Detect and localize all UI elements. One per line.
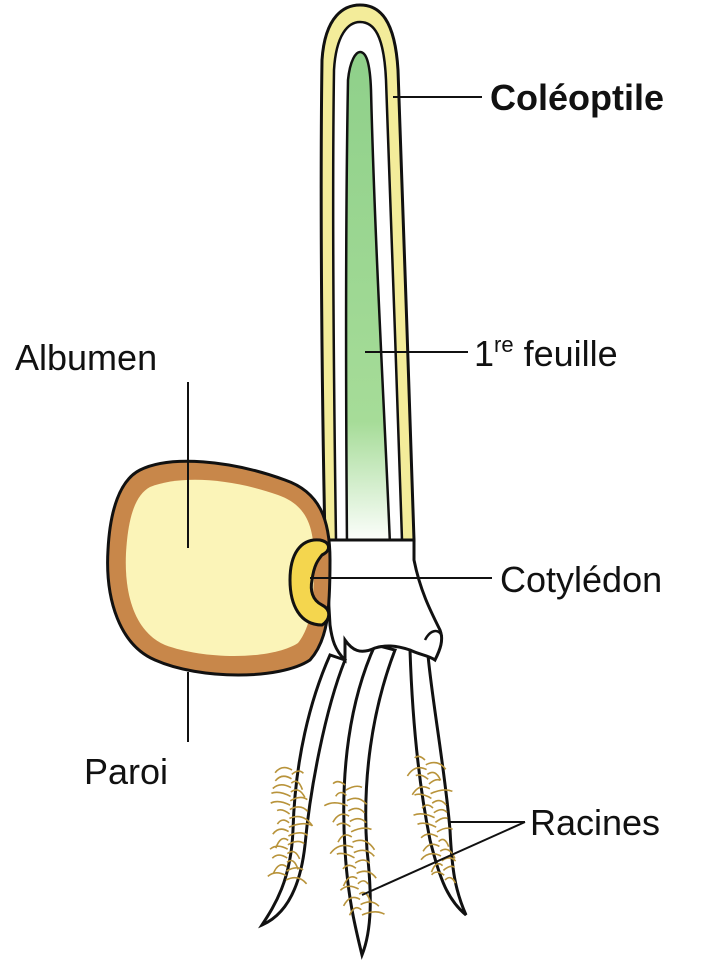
root-right (410, 650, 466, 915)
label-first-leaf-number: 1 (474, 333, 494, 374)
root-hair (272, 855, 287, 858)
label-first-leaf: 1re feuille (474, 334, 618, 372)
root-hair (268, 873, 286, 877)
root-hair (277, 820, 289, 824)
root-hair (273, 829, 289, 834)
stem-base (325, 540, 442, 660)
label-paroi: Paroi (84, 754, 168, 790)
label-first-leaf-superscript: re (494, 332, 514, 357)
label-coleoptile: Coléoptile (490, 80, 664, 116)
root-hair (271, 802, 290, 806)
label-cotyledon: Cotylédon (500, 562, 662, 598)
root-hair (270, 846, 288, 849)
root-hair (275, 776, 291, 781)
root-middle (344, 645, 395, 955)
root-hair (275, 768, 292, 773)
label-racines: Racines (530, 805, 660, 841)
label-albumen: Albumen (15, 340, 157, 376)
root-hair (271, 792, 290, 796)
root-hair (273, 785, 291, 789)
label-first-leaf-word: feuille (524, 333, 618, 374)
albumen (126, 480, 314, 656)
root-hair (277, 810, 290, 814)
root-left (262, 655, 345, 925)
